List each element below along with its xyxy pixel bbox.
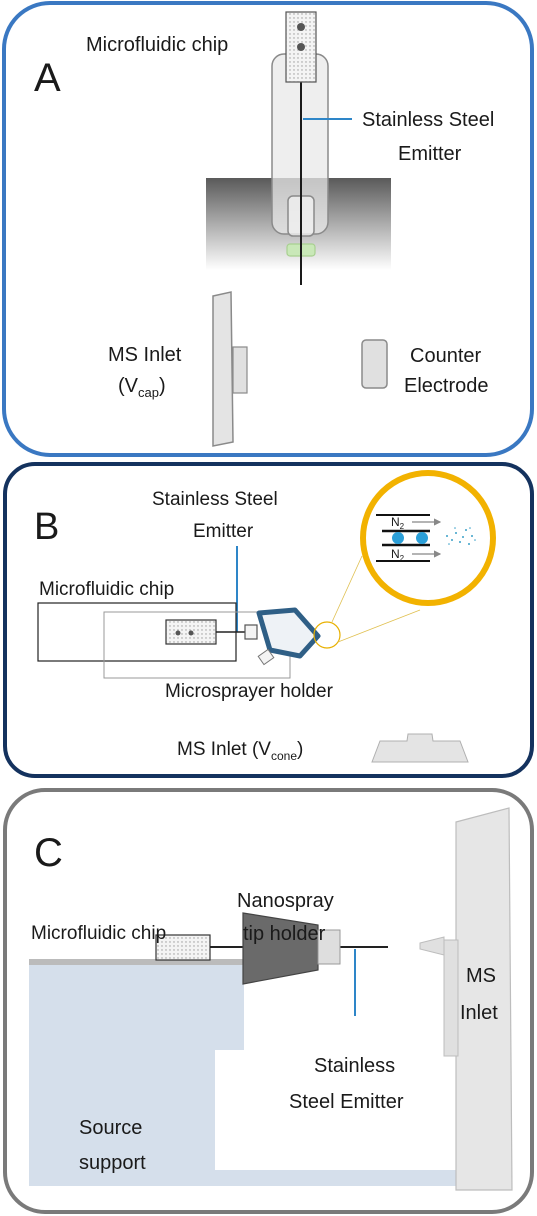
ms-inlet-label-line1: MS [466,965,496,987]
zoom-source-circle [313,621,341,649]
zoom-connector [331,555,363,623]
panel-a: A Microfluidic chip Stainless Steel Emit… [2,1,534,457]
panel-c-letter: C [34,831,63,875]
microsprayer-holder [256,607,321,659]
ms-inlet-cone [419,936,445,956]
chip-label: Microfluidic chip [39,579,174,600]
counter-label-line1: Counter [410,345,481,367]
droplet [416,532,428,544]
zoom-connector [337,609,421,643]
emitter-label-line1: Stainless [314,1055,395,1077]
holder-label: Microsprayer holder [165,681,334,702]
chip-label: Microfluidic chip [31,923,166,944]
panel-a-letter: A [34,56,61,100]
counter-label-line2: Electrode [404,375,489,397]
spray-plume [446,527,476,545]
emitter-label-line1: Stainless Steel [152,489,278,510]
counter-electrode [361,339,388,389]
emitter-label-line2: Steel Emitter [289,1091,404,1113]
droplet [392,532,404,544]
ms-inlet-label-line2: Inlet [460,1002,498,1024]
ms-inlet-voltage: (Vcap) [118,375,166,400]
source-support [29,965,458,1186]
emitter-union [244,624,258,640]
holder-nut [317,929,341,965]
panel-c-border [3,788,534,1214]
chip-label: Microfluidic chip [86,34,228,56]
gas-label-top: N2 [391,515,405,531]
gas-label-bottom: N2 [391,547,405,563]
ms-inlet-plate [212,291,234,447]
chip-rail [29,959,244,965]
panel-b-border [3,462,534,778]
ms-inlet-plate [455,807,513,1191]
emitter-label-line1: Stainless Steel [362,109,494,131]
ms-inlet-label: MS Inlet [108,344,182,366]
ms-inlet-cone [371,733,469,763]
support-label-line2: support [79,1152,146,1174]
chip-port [175,630,181,636]
panel-b: B Stainless Steel Emitter Microfluidic c… [3,462,534,778]
nanospray-holder [242,912,319,985]
holder-label-line1: Nanospray [237,890,334,912]
panel-c: C Nanospray tip holder Microfluidic chip… [3,788,534,1214]
support-label-line1: Source [79,1117,142,1139]
chip-port [188,630,194,636]
chip-port [297,23,305,31]
ms-inlet-label: MS Inlet (Vcone) [177,739,303,763]
holder-fitting [257,648,275,666]
panel-b-letter: B [34,506,59,548]
holder-label-line2: tip holder [243,923,326,945]
ms-inlet-housing [443,939,459,1057]
ms-inlet-cone [232,346,248,394]
emitter-label-line2: Emitter [398,143,462,165]
chip-port [297,43,305,51]
emitter-label-line2: Emitter [193,521,254,542]
panel-a-border [2,1,534,457]
microfluidic-chip [155,934,211,961]
